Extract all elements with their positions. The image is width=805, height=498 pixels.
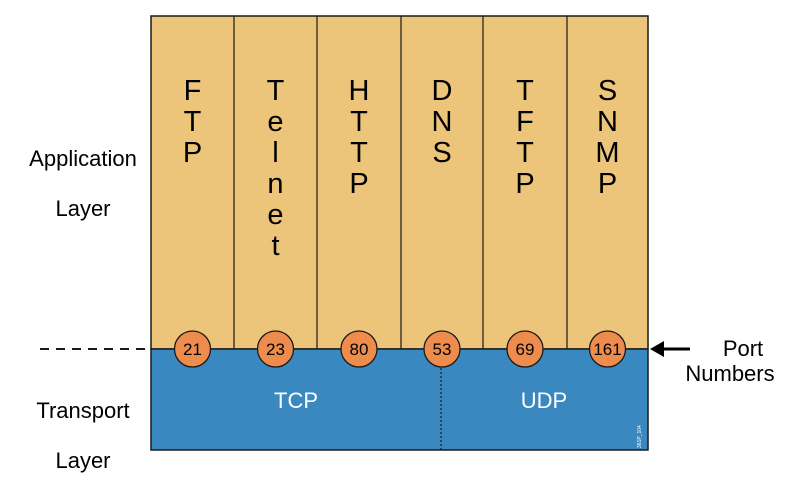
port-number: 53 — [433, 340, 452, 359]
application-layer-label-line1: Application — [29, 146, 137, 171]
port-number: 69 — [516, 340, 535, 359]
port-numbers-label-line1: Port — [722, 336, 764, 361]
udp-label: UDP — [521, 388, 567, 413]
port-arrow-icon — [650, 341, 690, 357]
tcp-label: TCP — [274, 388, 318, 413]
application-layer-label: Application Layer — [18, 121, 148, 246]
port-circle — [506, 330, 544, 368]
port-circle — [588, 330, 627, 368]
port-number: 21 — [183, 340, 202, 359]
transport-layer-label-line1: Transport — [36, 398, 130, 423]
application-layer-block — [150, 15, 649, 350]
transport-layer-block — [150, 348, 649, 451]
column-dividers — [233, 16, 568, 349]
application-layer-label-line2: Layer — [55, 196, 111, 221]
figure-id: 361P_104 — [637, 425, 643, 448]
port-circle — [423, 330, 461, 368]
port-circle — [173, 330, 212, 368]
port-numbers-label-line2: Numbers — [685, 361, 775, 386]
port-circle — [256, 330, 295, 368]
port-number: 23 — [266, 340, 285, 359]
port-number: 80 — [350, 340, 369, 359]
port-circle — [340, 330, 378, 368]
port-number: 161 — [593, 340, 621, 359]
port-numbers-label: Port Numbers — [660, 336, 800, 386]
